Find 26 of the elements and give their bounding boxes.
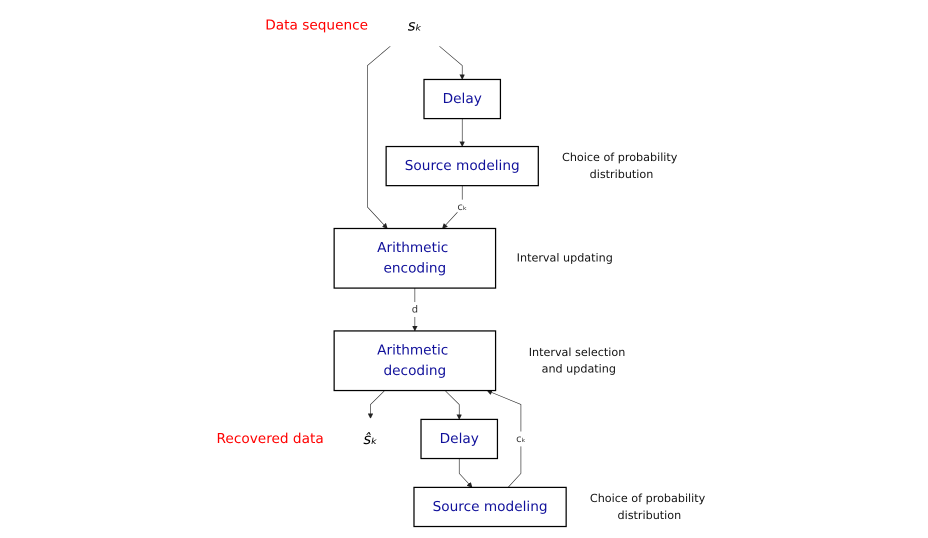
node-label: Data sequence [265, 18, 368, 34]
arrow [459, 118, 465, 147]
node-box: Delay [423, 78, 502, 120]
arrow [367, 46, 391, 229]
edge-label: d [412, 303, 418, 316]
edge-label: cₖ [516, 432, 526, 445]
node-label: Choice of probability distribution [562, 151, 678, 181]
node-label: Recovered data [216, 431, 324, 447]
node-text: sₖ [408, 16, 422, 34]
node-label: Choice of probability distribution [590, 492, 706, 522]
node-label: Interval selection and updating [528, 346, 626, 376]
arrow [444, 390, 462, 420]
node-box: Source modeling [386, 146, 539, 186]
arrow [368, 390, 385, 419]
arrow [412, 288, 418, 332]
arrow [458, 458, 472, 488]
node-text: ŝₖ [363, 430, 378, 448]
arrow [486, 390, 522, 488]
arrow [442, 185, 463, 229]
node-box: Arithmetic decoding [334, 330, 496, 392]
node-box: Arithmetic encoding [334, 228, 496, 289]
edge-label: cₖ [457, 200, 468, 213]
arrow [438, 46, 465, 80]
node-box: Delay [420, 418, 498, 460]
node-label: Interval updating [516, 252, 613, 265]
node-box: Source modeling [413, 486, 567, 528]
